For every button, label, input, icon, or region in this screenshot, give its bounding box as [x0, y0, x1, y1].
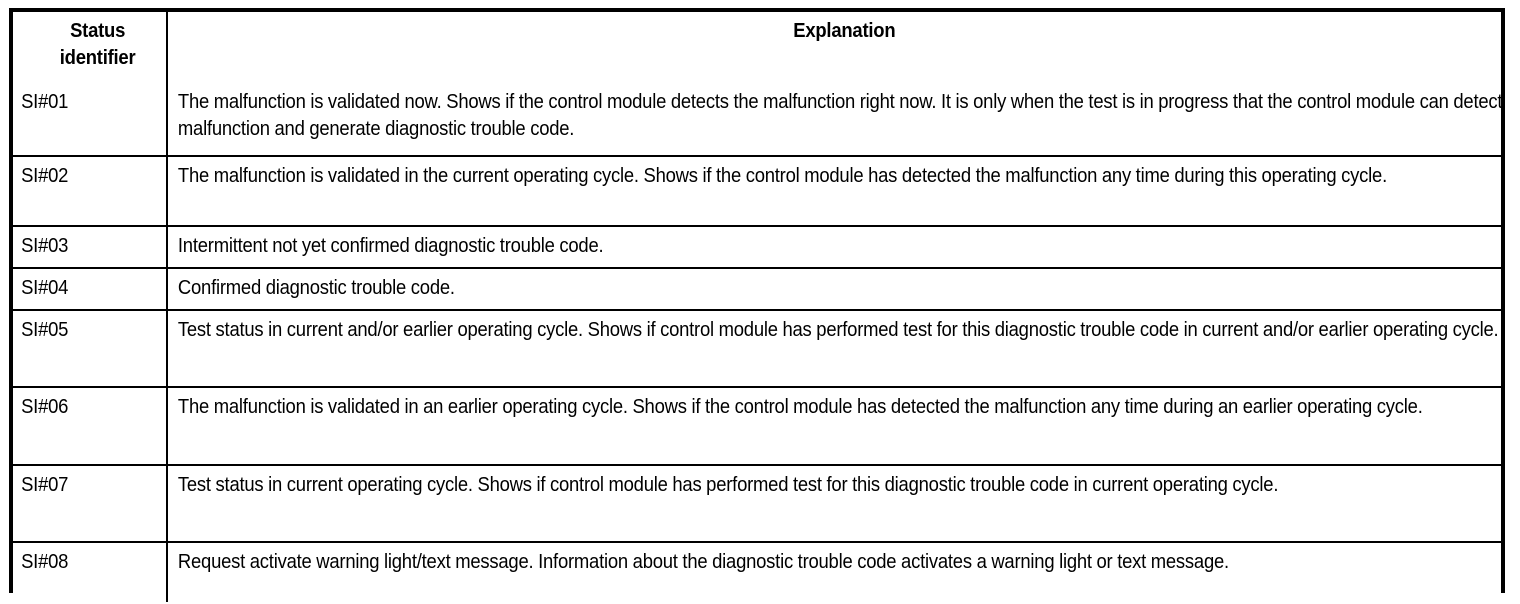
row-status-identifier-text: SI#01 [21, 90, 69, 113]
column-header-status-identifier-text: Status identifier [13, 12, 182, 78]
row-status-identifier-text: SI#06 [21, 394, 69, 418]
row-status-identifier-text: SI#02 [21, 164, 69, 187]
row-explanation-text: Test status in current and/or earlier op… [177, 317, 1499, 341]
table-row: SI#08 Request activate warning light/tex… [13, 541, 1501, 602]
row-status-identifier: SI#07 [13, 464, 168, 543]
row-status-identifier-text: SI#07 [21, 472, 69, 496]
status-identifier-table-frame: Status identifier Explanation SI#01 The [9, 8, 1505, 602]
row-status-identifier: SI#03 [13, 226, 168, 269]
row-explanation: Test status in current and/or earlier op… [167, 309, 1501, 388]
row-status-identifier: SI#05 [13, 309, 168, 388]
row-status-identifier-text: SI#05 [21, 317, 69, 341]
row-status-identifier: SI#01 [13, 83, 168, 157]
row-explanation-text: Request activate warning light/text mess… [177, 549, 1229, 573]
row-status-identifier: SI#08 [13, 541, 168, 602]
row-explanation-text: Test status in current operating cycle. … [177, 472, 1279, 496]
table-row: SI#01 The malfunction is validated now. … [13, 83, 1503, 157]
row-explanation: The malfunction is validated in an earli… [167, 386, 1501, 466]
row-explanation-text: The malfunction is validated in an earli… [177, 394, 1423, 418]
row-explanation: The malfunction is validated in the curr… [167, 156, 1501, 227]
row-explanation-text: The malfunction is validated in the curr… [177, 164, 1387, 187]
status-identifier-table: Status identifier Explanation SI#01 The [13, 12, 1503, 602]
row-explanation: Request activate warning light/text mess… [167, 541, 1501, 602]
row-explanation-text: Confirmed diagnostic trouble code. [177, 276, 455, 299]
column-header-explanation: Explanation [167, 12, 1501, 83]
table-row: SI#03 Intermittent not yet confirmed dia… [13, 226, 1501, 269]
row-status-identifier: SI#06 [13, 386, 168, 466]
table-header-row: Status identifier Explanation [13, 12, 1501, 83]
column-header-explanation-text: Explanation [793, 19, 896, 42]
row-explanation: Test status in current operating cycle. … [167, 464, 1501, 543]
column-header-status-identifier-line1: Status [70, 19, 126, 42]
row-status-identifier: SI#02 [13, 156, 168, 227]
row-status-identifier-text: SI#04 [21, 276, 69, 299]
row-status-identifier: SI#04 [13, 268, 168, 311]
table-row: SI#02 The malfunction is validated in th… [13, 156, 1501, 227]
row-status-identifier-text: SI#03 [21, 234, 69, 257]
table-row: SI#05 Test status in current and/or earl… [13, 309, 1501, 388]
row-explanation: The malfunction is validated now. Shows … [167, 83, 1503, 157]
table-row: SI#04 Confirmed diagnostic trouble code. [13, 268, 1501, 311]
row-explanation: Confirmed diagnostic trouble code. [167, 268, 1501, 311]
column-header-status-identifier: Status identifier [13, 12, 168, 83]
table-row: SI#07 Test status in current operating c… [13, 464, 1501, 543]
column-header-status-identifier-line2: identifier [59, 45, 136, 69]
row-explanation: Intermittent not yet confirmed diagnosti… [167, 226, 1501, 269]
table-row: SI#06 The malfunction is validated in an… [13, 386, 1501, 466]
row-status-identifier-text: SI#08 [21, 549, 69, 573]
row-explanation-text: The malfunction is validated now. Shows … [177, 90, 1503, 140]
row-explanation-text: Intermittent not yet confirmed diagnosti… [177, 234, 604, 257]
